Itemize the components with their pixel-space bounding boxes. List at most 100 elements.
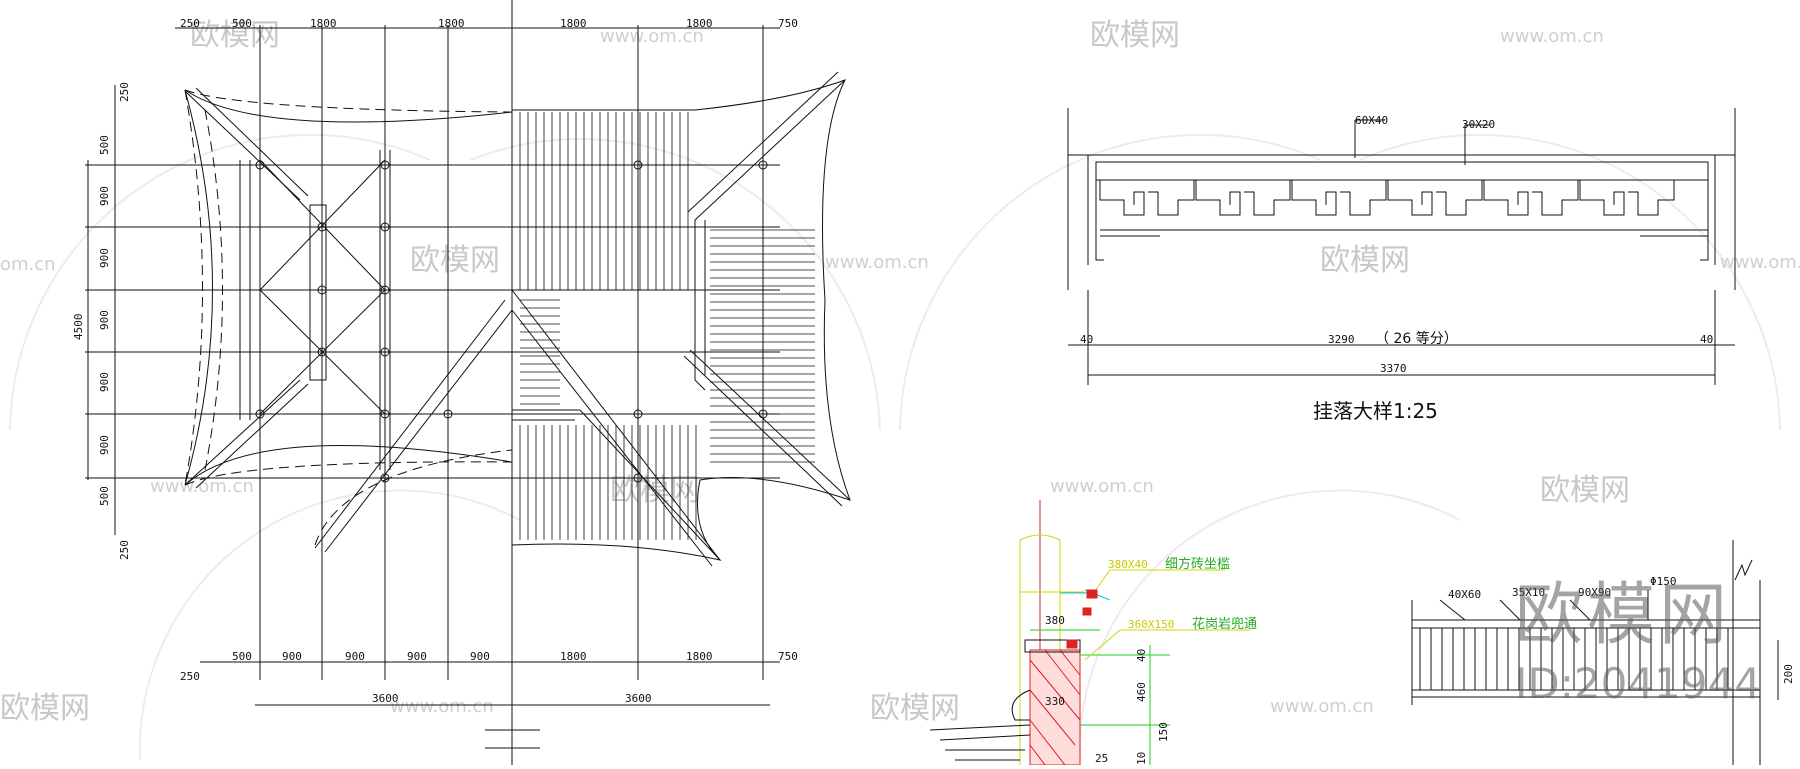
leader-line: [1499, 599, 1521, 621]
dim-label: 500: [232, 650, 252, 663]
hip-rafter: [512, 409, 721, 561]
ground-lines: [929, 724, 1031, 761]
hip-rafter: [314, 299, 513, 553]
dim-label: 250: [118, 540, 131, 560]
watermark-brand-7: 欧模网: [0, 691, 90, 726]
guaqi-labels: 60X40 30X20 40 40 3290 （ 26 等分） 3370 挂落大…: [1080, 114, 1713, 423]
dim-label: 250: [180, 670, 200, 683]
roof-outline: [184, 445, 513, 486]
watermark-brand-4: 欧模网: [1320, 243, 1410, 278]
callout-size: 380X40: [1108, 558, 1148, 571]
fret-segment: [1340, 180, 1387, 216]
brick-section: [1086, 589, 1098, 599]
brace-line: [259, 289, 386, 415]
column-marker: [380, 285, 390, 295]
brick-section: [1066, 639, 1078, 649]
eave-dashed-curve: [314, 449, 513, 546]
dim-note: （ 26 等分）: [1375, 330, 1458, 347]
guaqi-end: [1095, 180, 1104, 261]
member-label: 35X10: [1512, 586, 1545, 599]
column-marker: [380, 347, 390, 357]
watermark-url-1: www.om.cn: [600, 26, 704, 47]
dim-label: 250: [180, 17, 200, 30]
watermark-url-6: www.om.cn: [150, 476, 254, 497]
dim-label: 40: [1135, 649, 1148, 662]
watermark-url-9: www.om.cn: [1270, 696, 1374, 717]
dim-label: 380: [1045, 614, 1065, 627]
watermark-url-3: om.cn: [0, 254, 56, 275]
member-label: 40X60: [1448, 588, 1481, 601]
brick-section: [1082, 607, 1092, 616]
fret-segment: [1244, 180, 1291, 216]
roof-tile-hatching: [519, 112, 815, 540]
column-marker: [317, 285, 327, 295]
dim-label: 1800: [438, 17, 465, 30]
dim-label: 1800: [560, 650, 587, 663]
column-marker: [380, 160, 390, 170]
column-marker: [255, 160, 265, 170]
plan-left-dims: 250 500 900 900 900 900 900 500 250 4500: [72, 82, 131, 560]
plan-bottom-dims: 500 900 900 900 900 1800 1800 750 3600 3…: [180, 650, 798, 705]
hip-rafter: [683, 349, 851, 507]
railing-labels: 40X60 35X10 90X90 Φ150 200: [1448, 575, 1795, 684]
brace-line: [259, 159, 386, 291]
column-marker: [317, 222, 327, 232]
break-symbol: [1734, 559, 1753, 581]
roof-outline: [184, 89, 513, 123]
eave-dashed-curve: [184, 461, 513, 486]
watermark-big-brand: 欧模网: [1515, 576, 1732, 655]
dim-label: 3600: [372, 692, 399, 705]
fret-segment: [1483, 180, 1529, 216]
detail-title: 挂落大样1:25: [1313, 399, 1438, 423]
dim-label: 900: [470, 650, 490, 663]
fret-segment: [1195, 180, 1241, 216]
dim-label: 900: [98, 372, 111, 392]
dim-label: 3600: [625, 692, 652, 705]
roof-outline: [184, 89, 213, 486]
base-section: [929, 500, 1250, 766]
column-marker: [758, 160, 768, 170]
plan-top-dims: 250 500 1800 1800 1800 1800 750: [180, 17, 798, 30]
column-beam: [309, 204, 327, 381]
watermark-url-4: www.om.cn: [825, 252, 929, 273]
fret-segment: [1148, 180, 1195, 216]
column-marker: [380, 222, 390, 232]
leader-line: [1439, 599, 1466, 621]
dim-label: 500: [98, 486, 111, 506]
column-marker: [633, 409, 643, 419]
column-marker: [380, 473, 390, 483]
dim-label: 500: [232, 17, 252, 30]
dim-label: 500: [98, 135, 111, 155]
fret-segment: [1291, 180, 1337, 216]
fret-segment: [1532, 180, 1579, 216]
dim-label: 900: [345, 650, 365, 663]
dim-label: 25: [1095, 752, 1108, 765]
guaqi-top-rail: [1095, 161, 1709, 181]
column-marker: [633, 473, 643, 483]
fret-segment: [1579, 180, 1625, 216]
dim-label: 150: [1157, 722, 1170, 742]
dim-label: 900: [282, 650, 302, 663]
dim-label: 460: [1135, 682, 1148, 702]
dim-label: 250: [118, 82, 131, 102]
callout-note: 花岗岩兜通: [1192, 616, 1257, 632]
member-label: 60X40: [1355, 114, 1388, 127]
coping-stone: [1024, 639, 1081, 653]
watermark-brand-6: 欧模网: [1540, 473, 1630, 508]
dim-label: 900: [407, 650, 427, 663]
watermark-url-2: www.om.cn: [1500, 26, 1604, 47]
guaqi-end: [1700, 180, 1709, 261]
watermark-brand-2: 欧模网: [1090, 18, 1180, 53]
fret-segment: [1387, 180, 1433, 216]
fret-segment: [1099, 180, 1145, 216]
leader-line: [1569, 599, 1591, 621]
guaqi-detail: [1067, 108, 1736, 290]
roof-plan: [85, 0, 851, 765]
member-label: 90X90: [1578, 586, 1611, 599]
watermark-brand-1: 欧模网: [190, 18, 280, 53]
fret-segment: [1628, 180, 1675, 216]
section-labels: 380X40 细方砖坐槛 360X150 花岗岩兜通 380 330 25 40…: [1045, 556, 1257, 765]
dim-label: 750: [778, 17, 798, 30]
railing-balusters: [1419, 628, 1729, 690]
